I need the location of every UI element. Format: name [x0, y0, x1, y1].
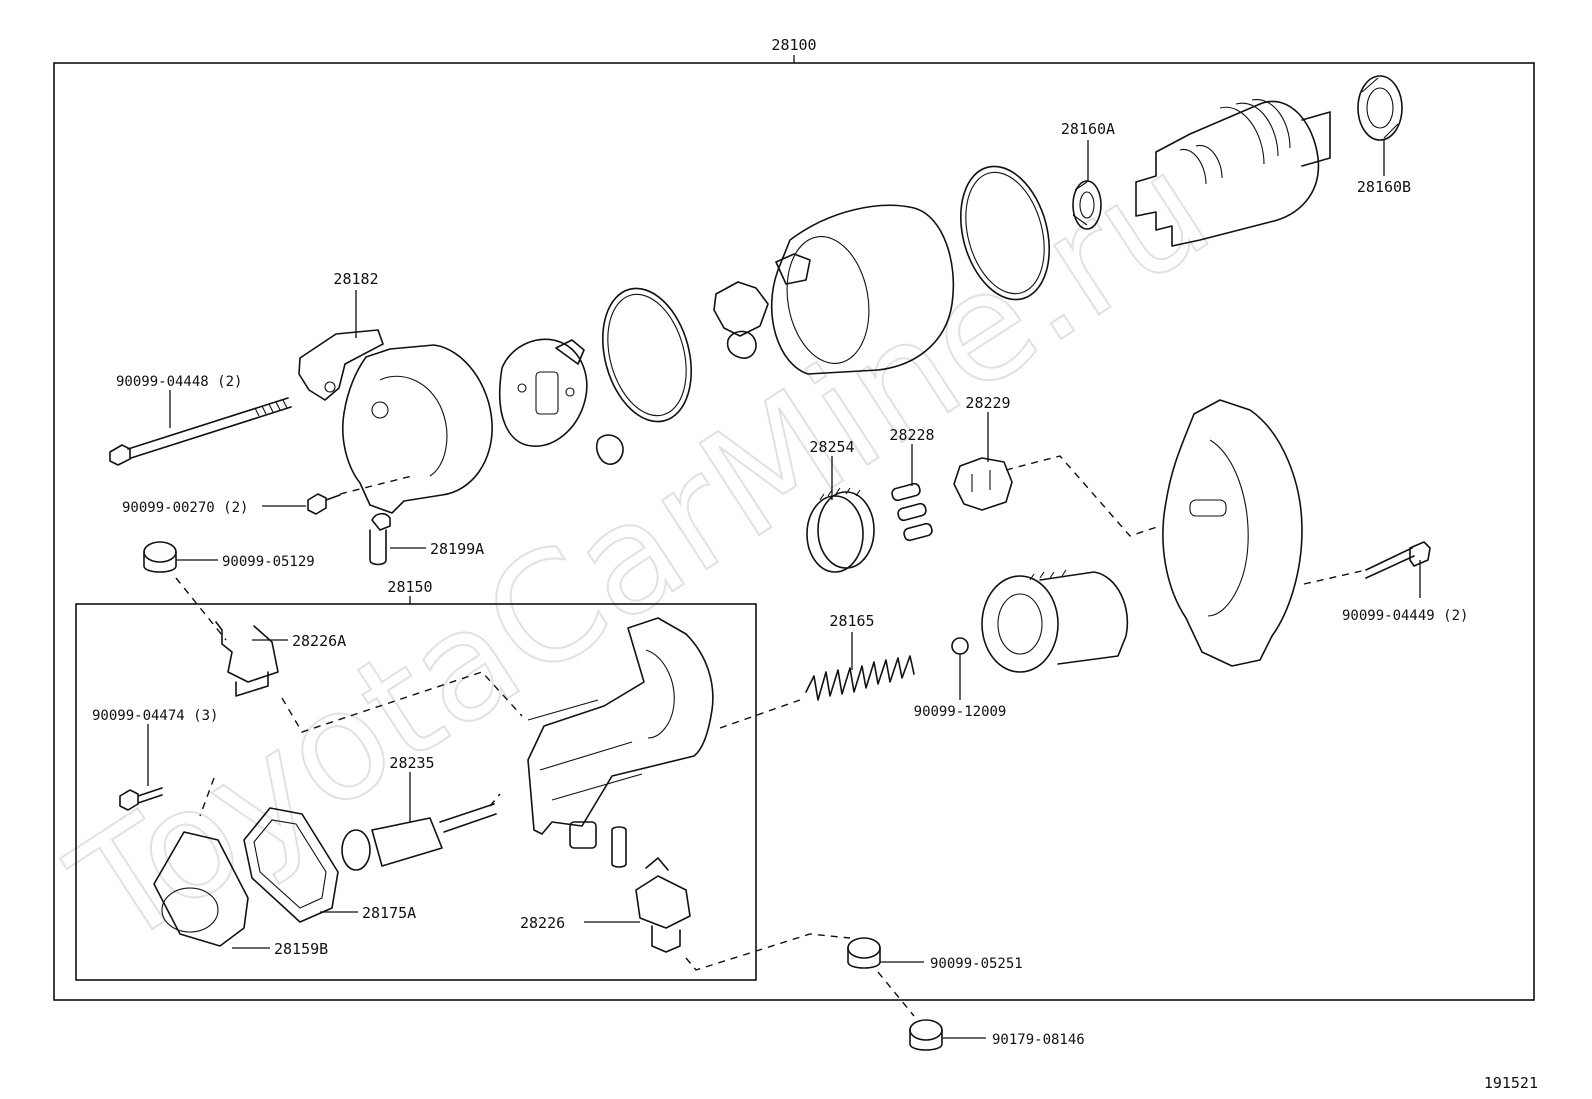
label-28175A: 28175A	[362, 904, 416, 922]
label-28182: 28182	[333, 270, 378, 288]
label-28100: 28100	[771, 36, 816, 54]
bolt-part	[1365, 541, 1431, 579]
label-28160B: 28160B	[1357, 178, 1411, 196]
label-90099-04449: 90099-04449 (2)	[1342, 608, 1468, 624]
through-bolt-part	[109, 397, 292, 466]
switch-bolt-part	[119, 787, 163, 811]
return-spring-part	[805, 655, 915, 701]
end-cover-part	[298, 329, 384, 401]
label-90099-05129: 90099-05129	[222, 554, 315, 570]
screw-part	[307, 493, 341, 515]
switch-cover-part	[153, 831, 249, 947]
clutch-roller-part	[891, 482, 933, 542]
magnetic-switch-housing-part	[527, 617, 714, 868]
nut-3-part	[909, 1019, 943, 1051]
o-ring-2-part	[959, 165, 1051, 301]
label-28228: 28228	[889, 426, 934, 444]
bearing-part	[1072, 180, 1102, 230]
diagram-code: 191521	[1484, 1074, 1538, 1092]
brush-spring-part	[369, 512, 391, 566]
label-90099-00270: 90099-00270 (2)	[122, 500, 248, 516]
terminal-bolt-2-part	[635, 857, 691, 953]
o-ring-part	[601, 287, 693, 423]
terminal-bolt-part	[215, 621, 279, 697]
brush-holder-part	[498, 338, 624, 465]
subassembly-frame-28150	[75, 603, 757, 981]
yoke-part	[713, 204, 955, 375]
label-90099-04474: 90099-04474 (3)	[92, 708, 218, 724]
label-28226: 28226	[520, 914, 565, 932]
label-28235: 28235	[389, 754, 434, 772]
label-28159B: 28159B	[274, 940, 328, 958]
label-28165: 28165	[829, 612, 874, 630]
bearing-2-part	[1357, 75, 1403, 141]
label-28160A: 28160A	[1061, 120, 1115, 138]
nut-part	[143, 541, 177, 573]
label-28150: 28150	[387, 578, 432, 596]
label-28229: 28229	[965, 394, 1010, 412]
steel-ball-part	[951, 637, 969, 655]
label-90099-05251: 90099-05251	[930, 956, 1023, 972]
commutator-end-frame-part	[341, 344, 493, 514]
label-28199A: 28199A	[430, 540, 484, 558]
pinion-clutch-part	[981, 569, 1129, 673]
label-28226A: 28226A	[292, 632, 346, 650]
label-90099-12009: 90099-12009	[914, 704, 1007, 720]
nut-2-part	[847, 937, 881, 969]
label-28254: 28254	[809, 438, 854, 456]
retainer-part	[953, 457, 1013, 511]
plunger-part	[341, 803, 497, 871]
label-90099-04448: 90099-04448 (2)	[116, 374, 242, 390]
label-90179-08146: 90179-08146	[992, 1032, 1085, 1048]
planetary-gear-part	[806, 487, 875, 573]
gasket-part	[243, 807, 339, 923]
armature-part	[1135, 99, 1331, 247]
drive-housing-part	[1162, 399, 1303, 667]
